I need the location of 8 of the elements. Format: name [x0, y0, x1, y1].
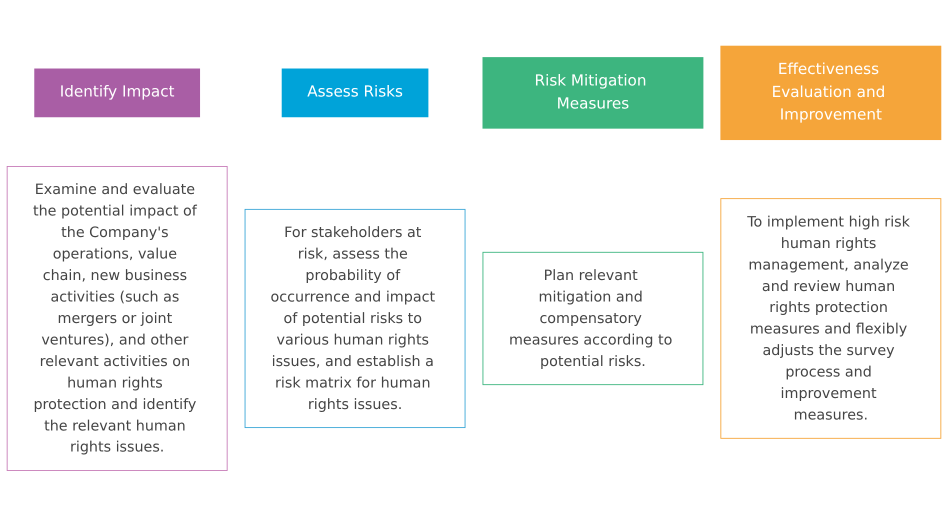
node-box: To implement high risk human rights management, analyze and review human rights protection measures and flexibly adjusts the survey process and improvement measures.: [720, 198, 942, 438]
node-box: Effectiveness Evaluation and Improvement: [720, 45, 942, 140]
node-box: Plan relevant mitigation and compensatory measures according to potential risks.: [482, 252, 704, 385]
node-box: Risk Mitigation Measures: [482, 56, 704, 128]
node-box: Identify Impact: [34, 68, 200, 117]
node-box: Examine and evaluate the potential impact of the Company's operations, value chain, new business activities (such as mergers or joint ventures), and other relevant activities on human rights protection and identify the relevant human rights issues.: [6, 166, 228, 471]
node-box: Assess Risks: [282, 68, 428, 117]
node-box: For stakeholders at risk, assess the probability of occurrence and impact of potential risks to various human rights issues, and establish a risk matrix for human rights issues.: [244, 208, 466, 428]
